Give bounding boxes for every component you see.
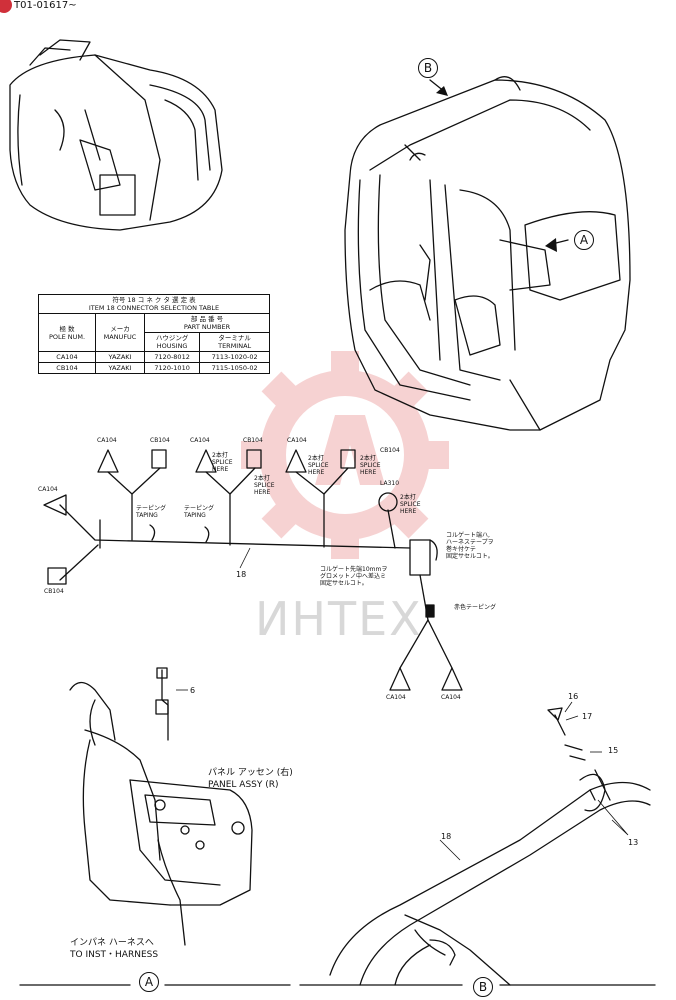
cell-terminal: 7115-1050-02 (199, 362, 270, 374)
cell-pole: CA104 (38, 351, 96, 363)
splice-jp: 2本打 (212, 452, 228, 459)
col-pole-jp: 極 数 (59, 324, 75, 333)
label-ca104-bottom1: CA104 (386, 694, 406, 701)
splice-en1: SPLICE (254, 482, 275, 489)
splice-note-5: 2本打 SPLICE HERE (400, 494, 421, 515)
col-part-en: PART NUMBER (183, 323, 231, 331)
item-18-view-b: 18 (441, 832, 452, 841)
label-ca104-left: CA104 (38, 486, 58, 493)
label-ca104-1: CA104 (97, 437, 117, 444)
splice-en2: HERE (254, 489, 271, 496)
taping-note-1: テーピング TAPING (136, 505, 166, 519)
note2-line1: コルゲート先端10mmヲ (320, 566, 388, 573)
splice-en2: HERE (400, 508, 417, 515)
table-row: CA104 YAZAKI 7120-8012 7113-1020-02 (38, 351, 270, 363)
watermark-text: ИНТЕХ (255, 592, 423, 646)
item-13-label: 13 (628, 838, 639, 847)
view-b-arrow (429, 79, 448, 96)
splice-en2: HERE (360, 469, 377, 476)
cell-maker: YAZAKI (95, 351, 145, 363)
splice-en1: SPLICE (360, 462, 381, 469)
splice-en1: SPLICE (308, 462, 329, 469)
view-a-arrow (545, 238, 569, 252)
callout-a-top: A (574, 230, 594, 250)
splice-note-2: 2本打 SPLICE HERE (254, 475, 275, 496)
splice-en1: SPLICE (212, 459, 233, 466)
taping-jp: テーピング (184, 505, 215, 512)
splice-jp: 2本打 (308, 455, 324, 462)
taping-jp: テーピング (136, 505, 167, 512)
note1-line4: 固定サセルコト。 (446, 553, 494, 560)
label-cb104-1: CB104 (150, 437, 170, 444)
doc-code: T01-01617~ (14, 0, 77, 11)
label-ca104-2: CA104 (190, 437, 210, 444)
inst-harness-en: TO INST・HARNESS (70, 950, 159, 960)
label-la310: LA310 (380, 480, 400, 487)
note1-line3: 巻キ付ケテ (446, 546, 476, 553)
harness-lines (59, 467, 453, 669)
splice-jp: 2本打 (254, 475, 270, 482)
cell-maker: YAZAKI (95, 362, 145, 374)
splice-en2: HERE (308, 469, 325, 476)
col-housing-en: HOUSING (156, 342, 188, 350)
cell-housing: 7120-1010 (143, 362, 201, 374)
label-ca104-bottom2: CA104 (441, 694, 461, 701)
callout-b-bottom: B (473, 977, 493, 997)
panel-assy-jp: パネル アッセン (右) (208, 768, 293, 778)
col-terminal-jp: ターミナル (218, 334, 251, 342)
col-maker-jp: メーカ (110, 324, 130, 333)
leader-lines (239, 547, 629, 861)
label-cb104-2: CB104 (243, 437, 263, 444)
col-terminal-en: TERMINAL (218, 342, 252, 350)
col-housing-jp: ハウジング (155, 334, 189, 342)
note2-line2: グロメットノ中へ差込ミ (320, 573, 387, 580)
splice-jp: 2本打 (400, 494, 416, 501)
note1-line2: ハーネステープヲ (446, 539, 494, 546)
table-row: CB104 YAZAKI 7120-1010 7115-1050-02 (38, 362, 270, 374)
label-ca104-3: CA104 (287, 437, 307, 444)
splice-jp: 2本打 (360, 455, 376, 462)
col-part-jp: 部 品 番 号 (190, 315, 224, 323)
cell-terminal: 7113-1020-02 (199, 351, 270, 363)
table-title-jp: 符号 18 コ ネ ク タ 選 定 表 (112, 296, 196, 304)
cell-housing: 7120-8012 (143, 351, 201, 363)
view-b-drawing (329, 707, 651, 986)
panel-assy-en: PANEL ASSY (R) (208, 780, 279, 790)
splice-en1: SPLICE (400, 501, 421, 508)
taping-note-2: テーピング TAPING (184, 505, 214, 519)
splice-note-3: 2本打 SPLICE HERE (308, 455, 329, 476)
table-title-en: ITEM 18 CONNECTOR SELECTION TABLE (88, 304, 220, 312)
red-taping-label: 赤色テーピング (454, 604, 497, 611)
label-cb104-left: CB104 (44, 588, 64, 595)
note1-line1: コルゲート端ハ, (446, 532, 490, 539)
item-15-label: 15 (608, 746, 619, 755)
taping-en: TAPING (136, 512, 158, 519)
cab-main-drawing (344, 76, 631, 431)
cab-overview-sketch (9, 39, 223, 231)
item-17-label: 17 (582, 712, 593, 721)
col-pole-en: POLE NUM. (48, 332, 86, 341)
cell-pole: CB104 (38, 362, 96, 374)
corrugate-note-1: コルゲート端ハ, ハーネステープヲ 巻キ付ケテ 固定サセルコト。 (446, 532, 494, 560)
item-6-label: 6 (190, 686, 196, 695)
note2-line3: 固定サセルコト。 (320, 580, 368, 587)
label-cb104-3: CB104 (380, 447, 400, 454)
splice-note-1: 2本打 SPLICE HERE (212, 452, 233, 473)
splice-en2: HERE (212, 466, 229, 473)
splice-note-4: 2本打 SPLICE HERE (360, 455, 381, 476)
corrugate-note-2: コルゲート先端10mmヲ グロメットノ中へ差込ミ 固定サセルコト。 (320, 566, 387, 587)
connector-selection-table: 符号 18 コ ネ ク タ 選 定 表 ITEM 18 CONNECTOR SE… (38, 294, 270, 374)
connector-icons (43, 449, 463, 691)
callout-b-top: B (418, 58, 438, 78)
col-maker-en: MANUFUC (103, 332, 137, 341)
view-a-drawing (69, 667, 253, 946)
inst-harness-jp: インパネ ハーネスへ (70, 938, 154, 948)
taping-en: TAPING (184, 512, 206, 519)
callout-a-bottom: A (139, 972, 159, 992)
item-18-harness: 18 (236, 570, 247, 579)
item-16-label: 16 (568, 692, 579, 701)
